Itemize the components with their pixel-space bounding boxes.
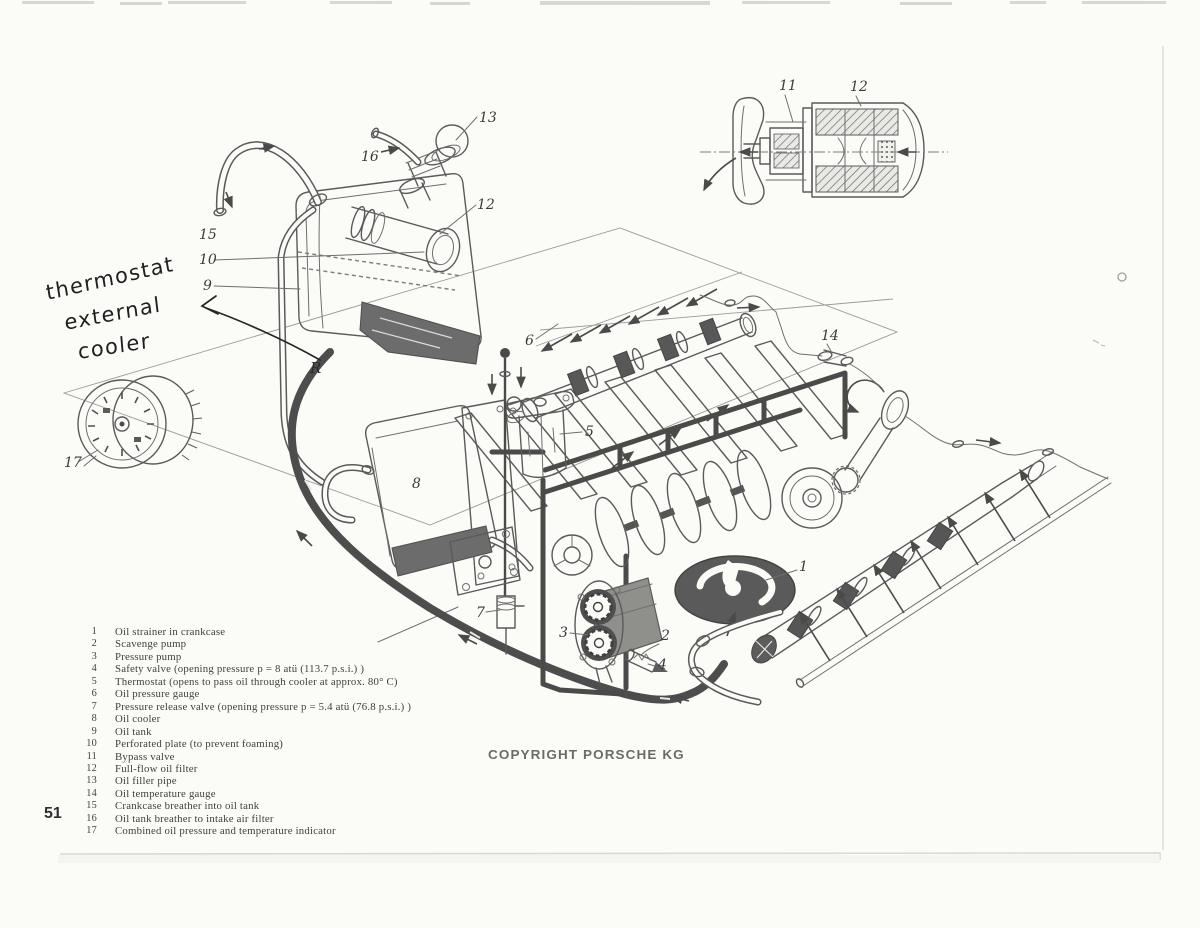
- legend-item-text: Perforated plate (to prevent foaming): [115, 738, 284, 751]
- legend-item: 11 Bypass valve: [84, 751, 554, 763]
- callout-number: 11: [779, 78, 797, 94]
- legend-item: 7 Pressure release valve (opening pressur…: [84, 701, 554, 713]
- legend-item-text: Safety valve (opening pressure p = 8 atü…: [115, 663, 365, 676]
- legend-item: 6 Oil pressure gauge: [84, 688, 554, 700]
- legend-item: 2 Scavenge pump: [84, 638, 554, 650]
- legend-item-number: 17: [86, 825, 97, 837]
- legend-item-text: Pressure release valve (opening pressure…: [115, 700, 412, 713]
- legend-item-number: 11: [86, 750, 97, 762]
- legend-item-number: 6: [91, 688, 97, 700]
- oil-flow-arrows-ladder: [799, 468, 1051, 662]
- scan-artifacts: [22, 1, 1166, 863]
- legend-item: 14 Oil temperature gauge: [84, 788, 554, 800]
- callout-number: 2: [660, 628, 670, 644]
- legend-item: 13 Oil filler pipe: [84, 775, 554, 787]
- callout-number: 16: [361, 149, 379, 165]
- legend-item: 1 Oil strainer in crankcase: [84, 626, 554, 638]
- legend-item-text: Oil tank: [115, 725, 152, 738]
- callout-number: 1: [799, 559, 808, 575]
- scavenge-hose: [287, 348, 728, 705]
- legend-item-number: 4: [91, 663, 97, 675]
- legend-item-number: 8: [91, 713, 97, 725]
- parts-legend: 1 Oil strainer in crankcase 2 Scavenge pump…: [84, 626, 554, 838]
- legend-item: 8 Oil cooler: [84, 713, 554, 725]
- callout-number: 3: [559, 625, 568, 641]
- callout-number: 13: [479, 110, 497, 126]
- oil-tank: [213, 124, 482, 486]
- callout-number: 10: [199, 252, 217, 268]
- legend-item: 16 Oil tank breather to intake air filter: [84, 813, 554, 825]
- callout-number: 8: [412, 476, 421, 492]
- legend-item-number: 15: [86, 800, 97, 812]
- callout-number: 12: [850, 79, 868, 95]
- crankcase-webs: [454, 340, 848, 512]
- oil-pumps: [574, 577, 784, 706]
- copyright-text: COPYRIGHT PORSCHE KG: [488, 747, 685, 762]
- legend-item-text: Scavenge pump: [115, 638, 187, 651]
- legend-item: 12 Full-flow oil filter: [84, 763, 554, 775]
- legend-item-text: Thermostat (opens to pass oil through co…: [115, 675, 398, 688]
- callout-number: 12: [477, 197, 495, 213]
- callout-number: 5: [585, 424, 594, 440]
- callout-number: 4: [657, 657, 667, 673]
- pressure-release-valve: [496, 348, 525, 655]
- oil-flow-arrows-camshaft: [540, 288, 718, 352]
- legend-item: 3 Pressure pump: [84, 651, 554, 663]
- callout-leaders: [77, 116, 833, 667]
- legend-item-text: Crankcase breather into oil tank: [115, 800, 260, 813]
- legend-item-number: 5: [91, 675, 97, 687]
- legend-item-text: Oil filler pipe: [115, 775, 177, 788]
- legend-item-number: 12: [86, 762, 97, 774]
- callout-number: 17: [64, 455, 82, 471]
- legend-item: 10 Perforated plate (to prevent foaming): [84, 738, 554, 750]
- legend-item-text: Oil cooler: [115, 713, 161, 726]
- legend-item-text: Oil temperature gauge: [115, 787, 216, 800]
- legend-item-number: 3: [91, 650, 97, 662]
- legend-item: 4 Safety valve (opening pressure p = 8 at…: [84, 663, 554, 675]
- legend-item-number: 1: [91, 626, 97, 637]
- handwritten-letter: R: [309, 359, 321, 377]
- callout-number: 9: [203, 278, 212, 294]
- callout-number: 15: [199, 227, 217, 243]
- upper-camshaft: [506, 271, 757, 424]
- callout-number: 7: [476, 605, 485, 621]
- callout-number: 14: [821, 328, 839, 344]
- combined-gauge: [77, 375, 203, 469]
- handwritten-mark: R: [309, 359, 321, 377]
- legend-item-number: 14: [86, 787, 97, 799]
- filter-inset-section: [700, 94, 948, 205]
- crankshaft: [449, 379, 910, 596]
- legend-item: 5 Thermostat (opens to pass oil through c…: [84, 676, 554, 688]
- temperature-line: [699, 294, 1112, 688]
- handwritten-arrow: [200, 295, 321, 361]
- legend-item-text: Oil strainer in crankcase: [115, 626, 226, 638]
- legend-item-number: 13: [86, 775, 97, 787]
- legend-item: 9 Oil tank: [84, 726, 554, 738]
- legend-item-text: Combined oil pressure and temperature in…: [115, 825, 336, 838]
- legend-item-number: 7: [91, 700, 97, 712]
- legend-item-number: 9: [91, 725, 97, 737]
- callout-number: 6: [525, 333, 534, 349]
- thermostat: [505, 390, 575, 479]
- legend-item: 17 Combined oil pressure and temperature …: [84, 825, 554, 837]
- legend-item-text: Full-flow oil filter: [115, 762, 198, 775]
- legend-item-text: Bypass valve: [115, 750, 175, 763]
- lower-camshaft: [751, 451, 1057, 664]
- legend-item-number: 10: [86, 738, 97, 750]
- legend-item-text: Pressure pump: [115, 650, 182, 663]
- oil-strainer: [674, 555, 796, 637]
- legend-item-text: Oil tank breather to intake air filter: [115, 812, 274, 825]
- legend-item-number: 2: [91, 638, 97, 650]
- page-number: 51: [44, 805, 62, 822]
- legend-item-number: 16: [86, 812, 97, 824]
- legend-item: 15 Crankcase breather into oil tank: [84, 800, 554, 812]
- legend-item-text: Oil pressure gauge: [115, 688, 200, 701]
